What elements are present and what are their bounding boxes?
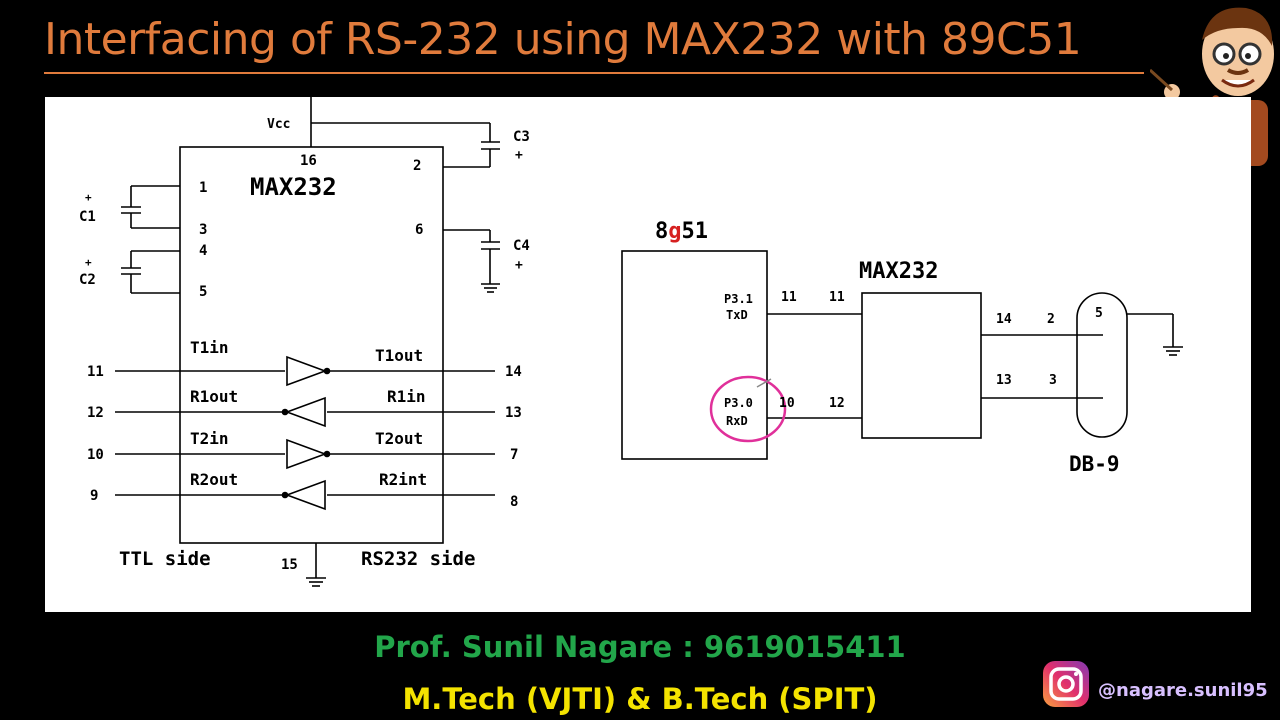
outer-right-pin: 8 xyxy=(510,494,518,510)
c1-label: C1 xyxy=(79,209,96,225)
c4-plus: + xyxy=(515,258,523,273)
pin-15: 15 xyxy=(281,557,298,573)
mcu-rx-pin: 10 xyxy=(779,396,795,411)
signal-out-label: T2out xyxy=(375,429,423,448)
pin-6: 6 xyxy=(415,222,423,238)
txd-label: TxD xyxy=(726,308,748,322)
mcu-label: 8g51 xyxy=(655,219,708,244)
c2-label: C2 xyxy=(79,272,96,288)
max232-block-label: MAX232 xyxy=(859,259,938,284)
signal-out-label: R2int xyxy=(379,470,427,489)
outer-left-pin: 11 xyxy=(87,364,104,380)
annotation-circle xyxy=(709,375,787,443)
outer-left-pin: 12 xyxy=(87,405,104,421)
signal-out-label: R1in xyxy=(387,387,426,406)
title-underline xyxy=(44,72,1144,74)
pin-1: 1 xyxy=(199,180,207,196)
rs232-side-label: RS232 side xyxy=(361,548,475,570)
c3-label: C3 xyxy=(513,129,530,145)
page-title: Interfacing of RS-232 using MAX232 with … xyxy=(44,14,1082,65)
signal-out-label: T1out xyxy=(375,346,423,365)
db9-connector xyxy=(1076,292,1128,438)
db-pin-3: 3 xyxy=(1049,373,1057,388)
pin-4: 4 xyxy=(199,243,207,259)
ttl-side-label: TTL side xyxy=(119,548,211,570)
db-pin-5: 5 xyxy=(1095,306,1103,321)
max-rx-pin: 12 xyxy=(829,396,845,411)
signal-in-label: T2in xyxy=(190,429,229,448)
pin-2: 2 xyxy=(413,158,421,174)
c4-label: C4 xyxy=(513,238,530,254)
diagram-panel: Vcc MAX232 16 2 C3 + + C1 + C2 1 3 4 5 6… xyxy=(45,97,1251,612)
instagram-icon[interactable] xyxy=(1041,659,1091,709)
p30-label: P3.0 xyxy=(724,396,753,410)
pin-5: 5 xyxy=(199,284,207,300)
pin-16: 16 xyxy=(300,153,317,169)
signal-in-label: T1in xyxy=(190,338,229,357)
outer-left-pin: 10 xyxy=(87,447,104,463)
signal-in-label: R2out xyxy=(190,470,238,489)
out-pin-13: 13 xyxy=(996,373,1012,388)
prof-contact: Prof. Sunil Nagare : 9619015411 xyxy=(374,630,906,664)
max232-label: MAX232 xyxy=(250,173,337,201)
p31-label: P3.1 xyxy=(724,292,753,306)
signal-in-label: R1out xyxy=(190,387,238,406)
max232-block xyxy=(861,292,982,439)
outer-left-pin: 9 xyxy=(90,488,98,504)
out-pin-14: 14 xyxy=(996,312,1012,327)
schematic: Vcc MAX232 16 2 C3 + + C1 + C2 1 3 4 5 6… xyxy=(79,97,1183,587)
outer-right-pin: 13 xyxy=(505,405,522,421)
outer-right-pin: 14 xyxy=(505,364,522,380)
vcc-label: Vcc xyxy=(267,117,290,132)
mcu-tx-pin: 11 xyxy=(781,290,797,305)
c2-plus: + xyxy=(85,256,92,269)
outer-right-pin: 7 xyxy=(510,447,518,463)
instagram-handle[interactable]: @nagare.sunil95 xyxy=(1098,680,1268,701)
rxd-label: RxD xyxy=(726,414,748,428)
degree-info: M.Tech (VJTI) & B.Tech (SPIT) xyxy=(402,682,878,716)
max-tx-pin: 11 xyxy=(829,290,845,305)
c3-plus: + xyxy=(515,148,523,163)
db9-label: DB-9 xyxy=(1069,452,1120,476)
pin-3: 3 xyxy=(199,222,207,238)
db-pin-2: 2 xyxy=(1047,312,1055,327)
c1-plus: + xyxy=(85,191,92,204)
mcu-8951-box xyxy=(621,250,768,460)
